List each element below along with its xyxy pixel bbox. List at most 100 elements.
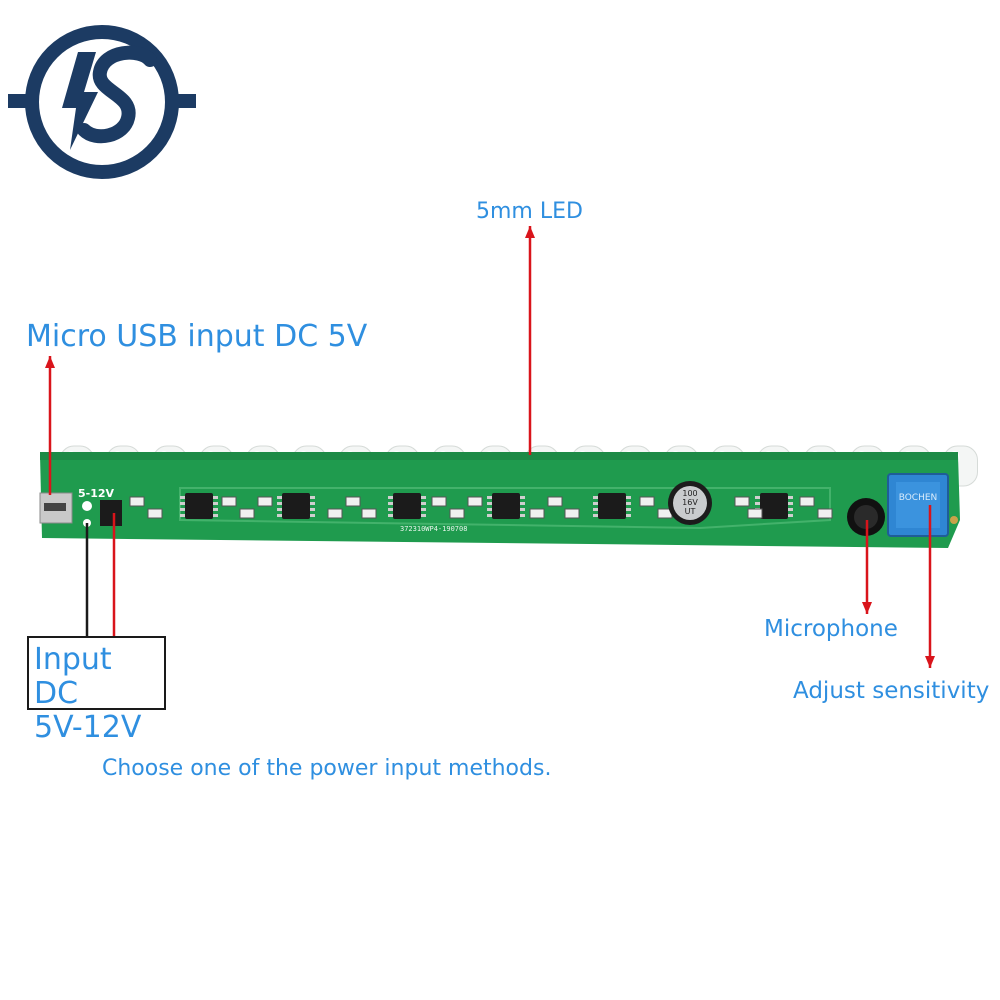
ic-pin — [421, 502, 426, 505]
ic-pin — [277, 502, 282, 505]
ic-pin — [788, 502, 793, 505]
smd-resistor — [639, 496, 655, 507]
smd-resistor — [467, 496, 483, 507]
ic-pin — [487, 502, 492, 505]
ic-pin — [788, 496, 793, 499]
brand-logo — [8, 25, 196, 179]
ic-pin — [388, 496, 393, 499]
ic-pin — [520, 514, 525, 517]
ic-pin — [788, 514, 793, 517]
ic-pin — [310, 496, 315, 499]
ic-pin — [180, 508, 185, 511]
pcb-top-edge — [40, 452, 958, 460]
ic-chip — [598, 493, 626, 519]
ic-pin — [520, 496, 525, 499]
smd-resistor — [239, 508, 255, 519]
smd-resistor — [257, 496, 273, 507]
power-note-text: Choose one of the power input methods. — [102, 756, 552, 781]
capacitor-marking: 100 — [682, 489, 697, 498]
ic-pin — [626, 502, 631, 505]
ic-pin — [487, 514, 492, 517]
ic-chip — [393, 493, 421, 519]
capacitor-marking: 16V — [682, 498, 698, 507]
smd-resistor — [147, 508, 163, 519]
usb-arrow-head — [45, 356, 55, 368]
usb-input-label: Micro USB input DC 5V — [26, 319, 368, 354]
ic-pin — [593, 496, 598, 499]
ic-pin — [421, 508, 426, 511]
input-dc-line-1: Input DC — [34, 642, 112, 711]
smd-resistor — [221, 496, 237, 507]
ic-chip — [282, 493, 310, 519]
ic-pin — [487, 496, 492, 499]
sensitivity-arrow-head — [925, 656, 935, 668]
ic-chip — [760, 493, 788, 519]
dc-voltage-marking: 5-12V — [78, 487, 115, 500]
logo-bar-left — [8, 94, 38, 108]
ic-pin — [788, 508, 793, 511]
smd-resistor — [431, 496, 447, 507]
pcb-serial-marking: 372310WP4-190708 — [400, 525, 467, 533]
potentiometer-screw — [950, 516, 958, 524]
potentiometer-marking: BOCHEN — [899, 493, 938, 503]
input-dc-box: Input DC 5V-12V — [27, 636, 166, 745]
ic-pin — [310, 502, 315, 505]
ic-pin — [388, 502, 393, 505]
ic-pin — [487, 508, 492, 511]
ic-pin — [626, 496, 631, 499]
led-arrow-head — [525, 226, 535, 238]
ic-pin — [755, 496, 760, 499]
smd-resistor — [345, 496, 361, 507]
adjust-sensitivity-label: Adjust sensitivity — [793, 678, 990, 704]
led-label: 5mm LED — [476, 199, 583, 224]
ic-pin — [626, 508, 631, 511]
ic-pin — [755, 502, 760, 505]
micro-usb-slot — [44, 503, 66, 511]
microphone-mesh — [854, 505, 878, 529]
ic-pin — [277, 514, 282, 517]
smd-resistor — [361, 508, 377, 519]
smd-resistor — [817, 508, 833, 519]
ic-pin — [213, 496, 218, 499]
smd-resistor — [547, 496, 563, 507]
ic-pin — [388, 508, 393, 511]
capacitor-marking: UT — [685, 507, 696, 516]
microphone-arrow-head — [862, 602, 872, 614]
smd-resistor — [529, 508, 545, 519]
capacitor-top — [673, 486, 707, 520]
ic-chip — [185, 493, 213, 519]
dc-switch — [100, 500, 122, 526]
ic-pin — [180, 496, 185, 499]
ic-pin — [277, 508, 282, 511]
ic-pin — [277, 496, 282, 499]
smd-resistor — [564, 508, 580, 519]
smd-resistor — [747, 508, 763, 519]
ic-pin — [388, 514, 393, 517]
ic-pin — [520, 502, 525, 505]
ic-pin — [520, 508, 525, 511]
ic-pin — [421, 514, 426, 517]
smd-resistor — [799, 496, 815, 507]
ic-pin — [626, 514, 631, 517]
smd-resistor — [449, 508, 465, 519]
smd-resistor — [734, 496, 750, 507]
logo-s-icon — [77, 45, 157, 144]
ic-pin — [180, 514, 185, 517]
dc-pad-plus — [82, 501, 92, 511]
input-dc-line-2: 5V-12V — [34, 710, 142, 745]
smd-resistor — [129, 496, 145, 507]
ic-pin — [421, 496, 426, 499]
ic-chip — [492, 493, 520, 519]
ic-pin — [593, 508, 598, 511]
logo-bar-right — [166, 94, 196, 108]
microphone-label: Microphone — [764, 616, 898, 642]
ic-pin — [593, 514, 598, 517]
smd-resistor — [327, 508, 343, 519]
ic-pin — [593, 502, 598, 505]
logo-bolt-icon — [62, 52, 98, 150]
ic-pin — [213, 514, 218, 517]
potentiometer-face — [896, 482, 940, 528]
ic-pin — [213, 502, 218, 505]
ic-pin — [310, 514, 315, 517]
